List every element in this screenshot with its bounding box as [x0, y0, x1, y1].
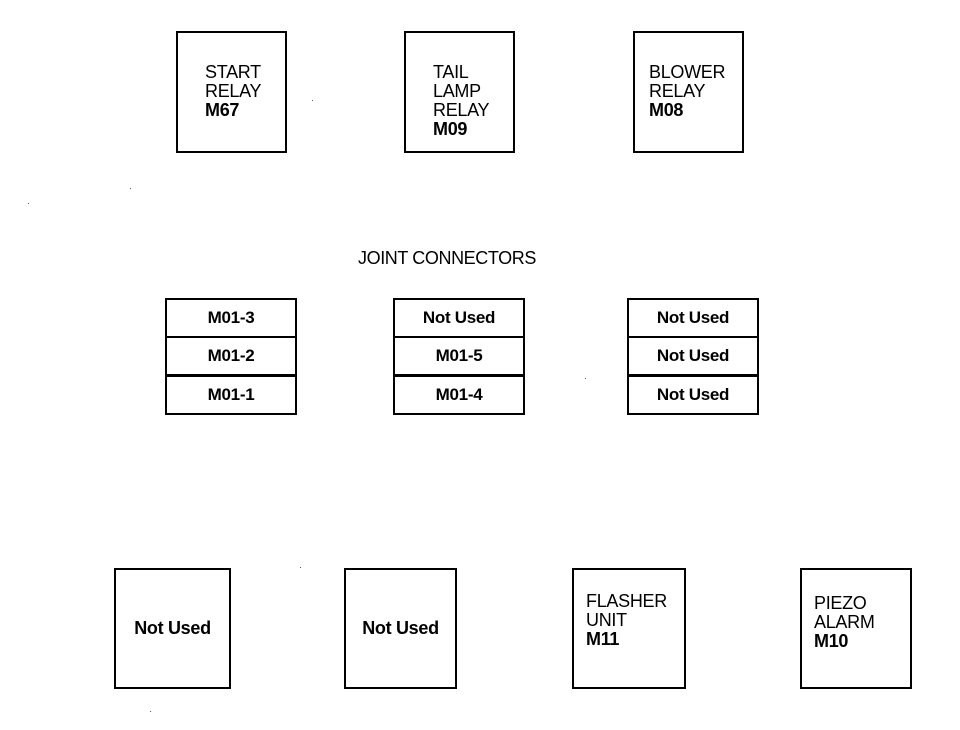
relay-line: RELAY	[649, 81, 706, 101]
relay-line: RELAY	[433, 100, 490, 120]
relay-line: START	[205, 62, 261, 82]
start-relay-box: START RELAY M67	[176, 31, 287, 153]
scan-speck	[300, 567, 301, 568]
not-used-label: Not Used	[362, 618, 439, 638]
piezo-alarm-box: PIEZO ALARM M10	[800, 568, 912, 689]
joint-connector-cell: Not Used	[627, 336, 759, 376]
joint-connectors-title: JOINT CONNECTORS	[358, 248, 536, 268]
blower-relay-text: BLOWER RELAY M08	[649, 62, 726, 120]
relay-code: M10	[814, 631, 849, 651]
relay-line: TAIL	[433, 62, 469, 82]
relay-code: M09	[433, 119, 468, 139]
scan-speck	[130, 188, 131, 189]
relay-code: M08	[649, 100, 684, 120]
relay-line: PIEZO	[814, 593, 867, 613]
scan-speck	[585, 378, 586, 379]
joint-connector-cell: M01-2	[165, 336, 297, 376]
start-relay-text: START RELAY M67	[205, 62, 262, 120]
joint-connector-cell: Not Used	[627, 375, 759, 415]
relay-line: RELAY	[205, 81, 262, 101]
joint-connector-cell: M01-3	[165, 298, 297, 338]
not-used-label: Not Used	[134, 618, 211, 638]
scan-speck	[150, 711, 151, 712]
flasher-unit-box: FLASHER UNIT M11	[572, 568, 686, 689]
relay-line: FLASHER	[586, 591, 667, 611]
relay-line: UNIT	[586, 610, 627, 630]
not-used-box-2: Not Used	[344, 568, 457, 689]
tail-lamp-relay-text: TAIL LAMP RELAY M09	[433, 62, 490, 139]
relay-line: ALARM	[814, 612, 875, 632]
joint-connector-cell: M01-5	[393, 336, 525, 376]
joint-connector-cell: M01-1	[165, 375, 297, 415]
flasher-unit-text: FLASHER UNIT M11	[586, 592, 667, 649]
scan-speck	[312, 100, 313, 101]
relay-code: M67	[205, 100, 240, 120]
not-used-box-1: Not Used	[114, 568, 231, 689]
blower-relay-box: BLOWER RELAY M08	[633, 31, 744, 153]
joint-connector-cell: Not Used	[627, 298, 759, 338]
relay-line: BLOWER	[649, 62, 726, 82]
joint-connector-cell: Not Used	[393, 298, 525, 338]
relay-line: LAMP	[433, 81, 481, 101]
relay-code: M11	[586, 629, 620, 649]
joint-connector-cell: M01-4	[393, 375, 525, 415]
tail-lamp-relay-box: TAIL LAMP RELAY M09	[404, 31, 515, 153]
scan-speck	[28, 203, 29, 204]
piezo-alarm-text: PIEZO ALARM M10	[814, 594, 875, 651]
